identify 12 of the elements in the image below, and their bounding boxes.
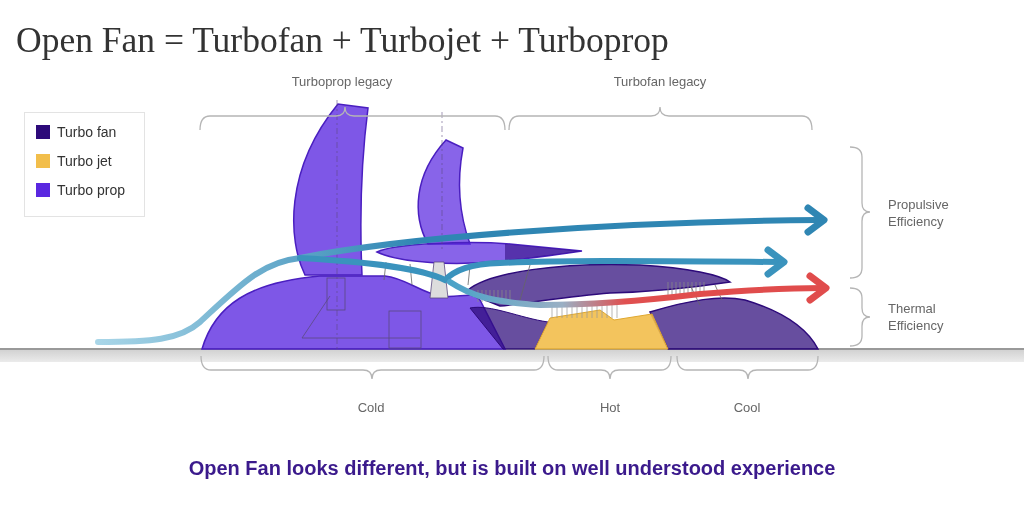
- section-label: Turbofan legacy: [613, 73, 707, 90]
- legend-label: Turbo jet: [57, 153, 112, 169]
- section-label: Cold: [357, 399, 385, 416]
- section-label: Propulsive Efficiency: [888, 196, 950, 230]
- section-label: Turboprop legacy: [291, 73, 393, 90]
- legend-label: Turbo prop: [57, 182, 125, 198]
- legend-label: Turbo fan: [57, 124, 117, 140]
- section-label: Thermal Efficiency: [888, 300, 945, 334]
- section-label: Hot: [599, 399, 621, 416]
- caption-text: Open Fan looks different, but is built on well understood experience: [188, 456, 836, 480]
- section-label: Cool: [733, 399, 761, 416]
- slide-title: Open Fan = Turbofan + Turbojet + Turboprop: [16, 20, 669, 60]
